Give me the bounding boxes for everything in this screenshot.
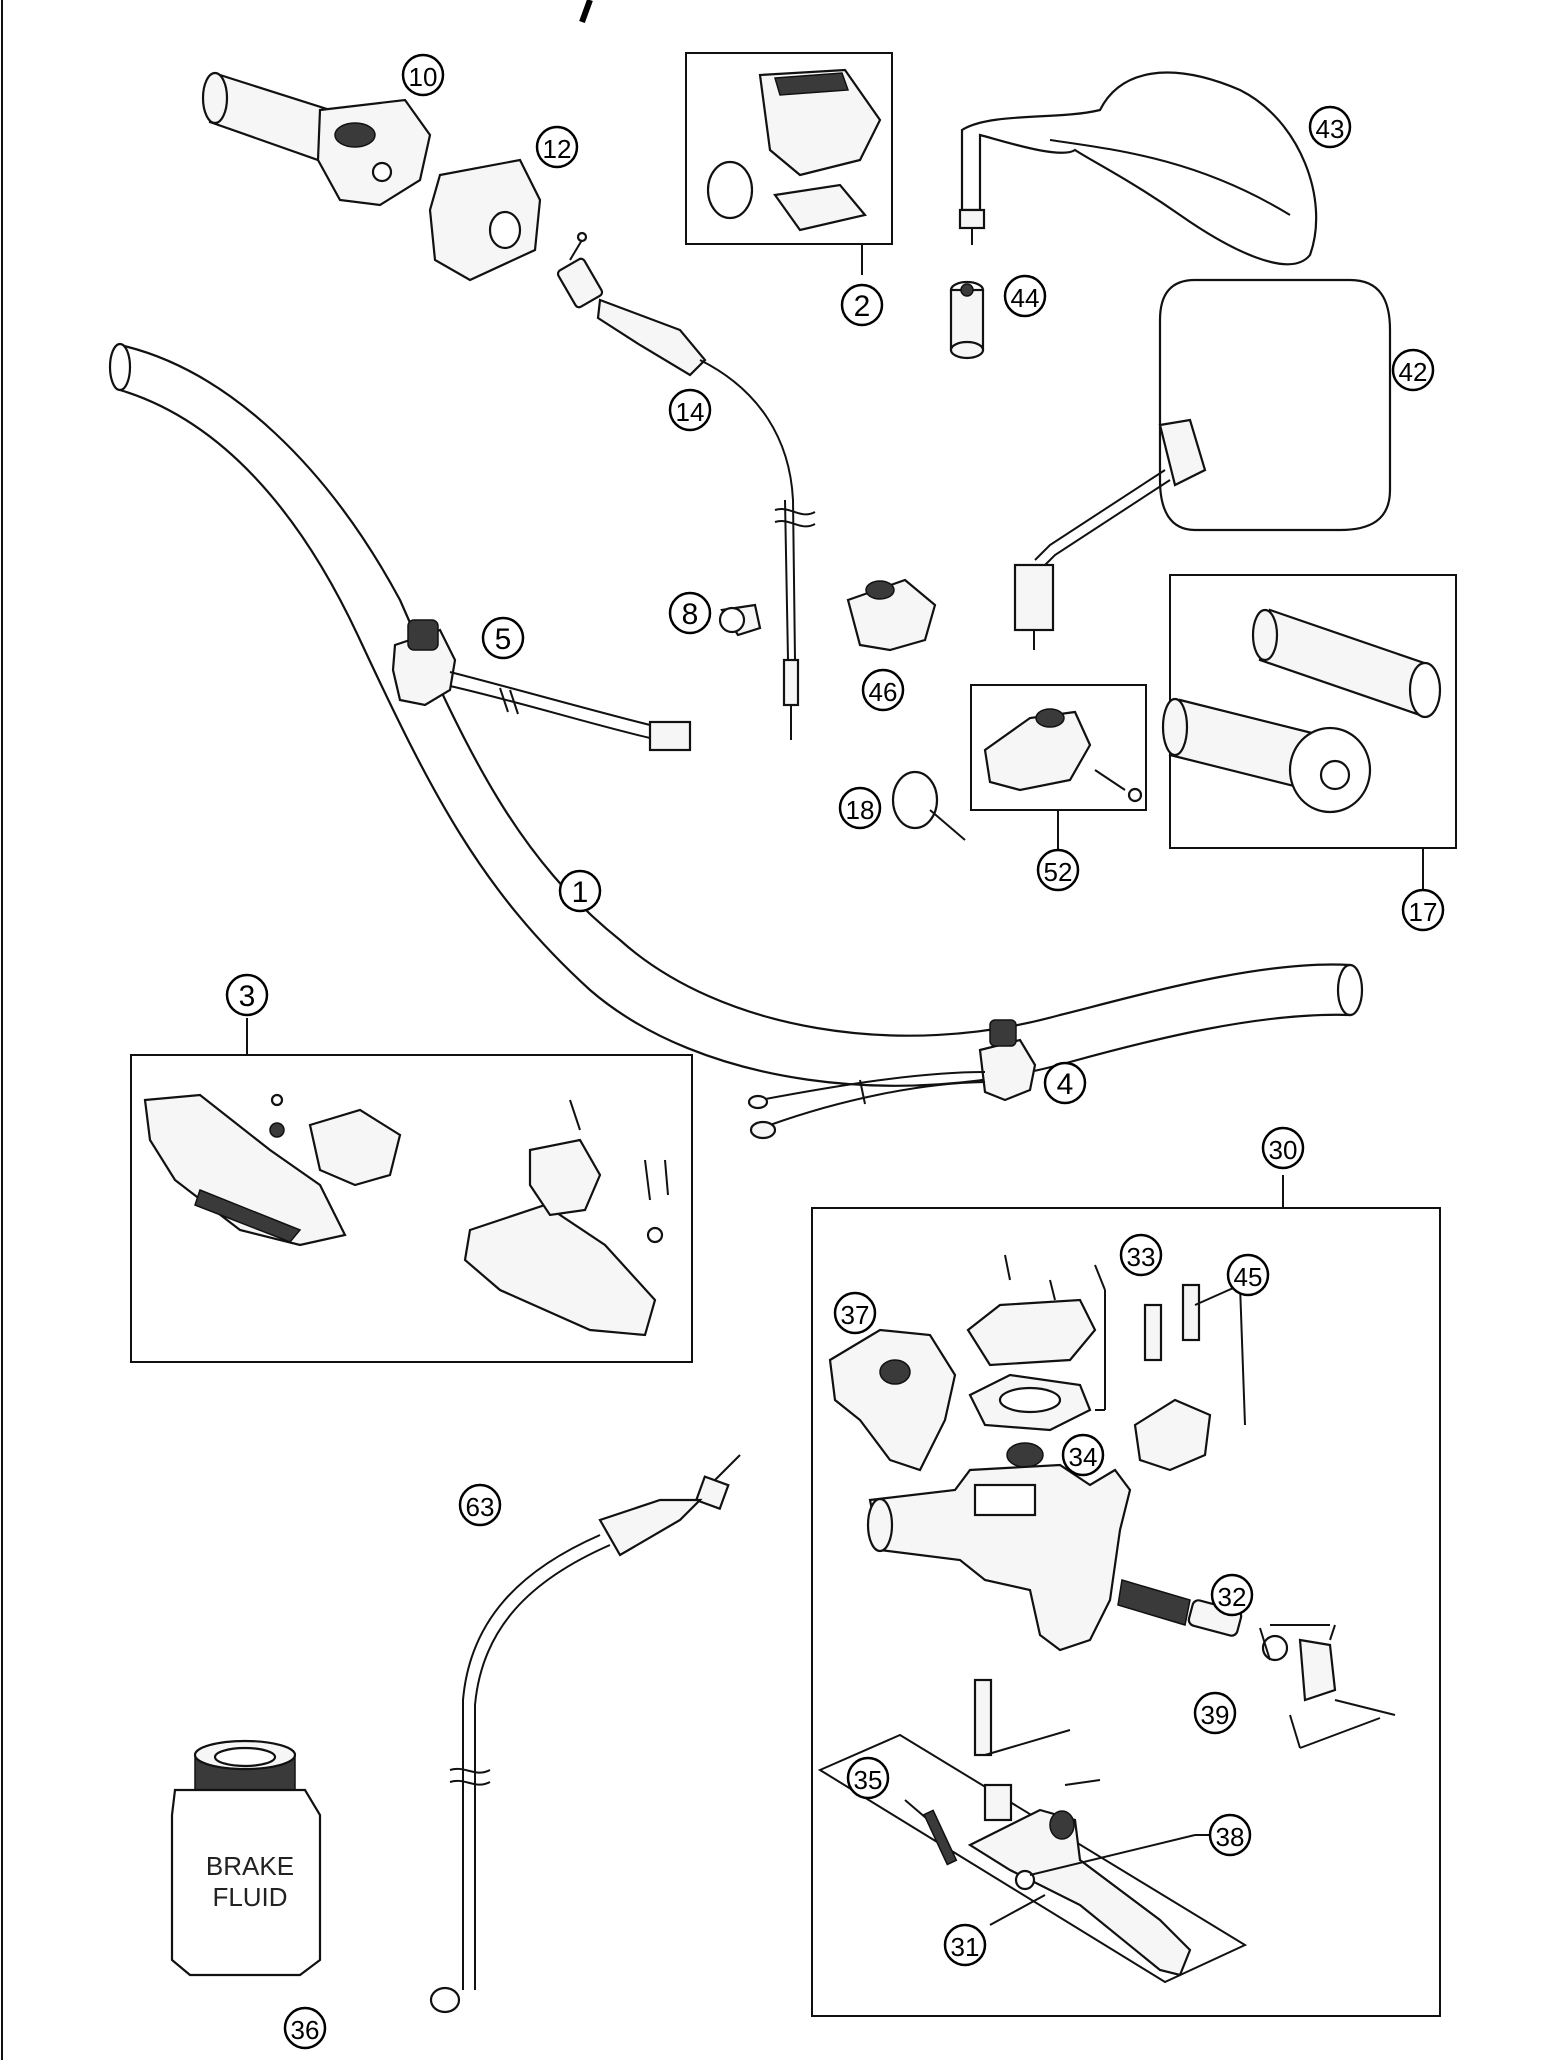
callout-32: 32 bbox=[1210, 1573, 1254, 1617]
svg-text:2: 2 bbox=[854, 290, 871, 323]
grip-set-drawing bbox=[1161, 574, 1457, 849]
bottle-label-line2: FLUID bbox=[212, 1882, 287, 1912]
header-fragment bbox=[579, 0, 593, 24]
callout-39: 39 bbox=[1193, 1691, 1237, 1735]
callout-30: 30 bbox=[1261, 1126, 1305, 1170]
callout-38: 38 bbox=[1208, 1813, 1252, 1857]
callout-10: 10 bbox=[401, 53, 445, 97]
throttle-grip-drawing bbox=[201, 71, 432, 207]
mirror-left-drawing bbox=[958, 71, 1318, 266]
svg-text:4: 4 bbox=[1057, 1068, 1074, 1101]
callout-42: 42 bbox=[1391, 348, 1435, 392]
callout-17: 17 bbox=[1401, 888, 1445, 932]
svg-text:18: 18 bbox=[846, 795, 875, 825]
callout-18: 18 bbox=[838, 786, 882, 830]
callout-8: 8 bbox=[668, 591, 712, 635]
svg-text:35: 35 bbox=[854, 1765, 883, 1795]
handlebar-drawing bbox=[108, 342, 1364, 1087]
svg-text:63: 63 bbox=[466, 1492, 495, 1522]
callout-36: 36 bbox=[283, 2006, 327, 2050]
callout-1: 1 bbox=[558, 869, 602, 913]
brake-line-drawing bbox=[429, 1454, 741, 2014]
switch-kit-drawing bbox=[685, 52, 893, 245]
callout-46: 46 bbox=[861, 668, 905, 712]
cable-tie-drawing bbox=[891, 770, 966, 841]
throttle-cable-drawing bbox=[556, 231, 816, 740]
svg-text:37: 37 bbox=[841, 1300, 870, 1330]
svg-text:5: 5 bbox=[495, 623, 512, 656]
callout-5: 5 bbox=[481, 616, 525, 660]
clamp-kit-drawing bbox=[970, 684, 1147, 811]
svg-text:38: 38 bbox=[1216, 1822, 1245, 1852]
bottle-label-line1: BRAKE bbox=[206, 1851, 294, 1881]
throttle-cover-drawing bbox=[428, 158, 542, 282]
master-cylinder-drawing bbox=[811, 1175, 1441, 2017]
callout-43: 43 bbox=[1308, 105, 1352, 149]
mirror-adapter-drawing bbox=[949, 280, 985, 360]
brake-fluid-drawing: BRAKE FLUID bbox=[170, 1739, 322, 1977]
svg-text:39: 39 bbox=[1201, 1700, 1230, 1730]
callout-37: 37 bbox=[833, 1291, 877, 1335]
callout-12: 12 bbox=[535, 125, 579, 169]
svg-text:14: 14 bbox=[676, 397, 705, 427]
callout-35: 35 bbox=[846, 1756, 890, 1800]
svg-text:8: 8 bbox=[682, 598, 699, 631]
callout-44: 44 bbox=[1003, 274, 1047, 318]
handguard-kit-drawing bbox=[130, 1054, 693, 1363]
callout-4: 4 bbox=[1043, 1061, 1087, 1105]
svg-text:36: 36 bbox=[291, 2015, 320, 2045]
callout-31: 31 bbox=[943, 1923, 987, 1967]
svg-text:12: 12 bbox=[543, 134, 572, 164]
svg-text:45: 45 bbox=[1234, 1262, 1263, 1292]
svg-text:3: 3 bbox=[239, 980, 256, 1013]
svg-text:30: 30 bbox=[1269, 1135, 1298, 1165]
callout-34: 34 bbox=[1061, 1433, 1105, 1477]
svg-text:17: 17 bbox=[1409, 897, 1438, 927]
callout-3: 3 bbox=[225, 973, 269, 1017]
svg-text:34: 34 bbox=[1069, 1442, 1098, 1472]
clamp-drawing bbox=[846, 578, 937, 652]
svg-text:32: 32 bbox=[1218, 1582, 1247, 1612]
mirror-right-drawing bbox=[1013, 278, 1392, 650]
callout-52: 52 bbox=[1036, 848, 1080, 892]
svg-text:1: 1 bbox=[572, 876, 589, 909]
svg-text:44: 44 bbox=[1011, 283, 1040, 313]
callout-63: 63 bbox=[458, 1483, 502, 1527]
svg-text:10: 10 bbox=[409, 62, 438, 92]
svg-text:31: 31 bbox=[951, 1932, 980, 1962]
callout-2: 2 bbox=[840, 283, 884, 327]
svg-text:43: 43 bbox=[1316, 114, 1345, 144]
svg-text:46: 46 bbox=[869, 677, 898, 707]
svg-text:52: 52 bbox=[1044, 857, 1073, 887]
svg-text:33: 33 bbox=[1127, 1242, 1156, 1272]
callout-45: 45 bbox=[1226, 1253, 1270, 1297]
callout-14: 14 bbox=[668, 388, 712, 432]
switch-upper-drawing bbox=[391, 619, 692, 752]
clip-drawing bbox=[718, 603, 762, 637]
svg-text:42: 42 bbox=[1399, 357, 1428, 387]
callout-33: 33 bbox=[1119, 1233, 1163, 1277]
switch-lower-drawing bbox=[747, 1019, 1037, 1140]
